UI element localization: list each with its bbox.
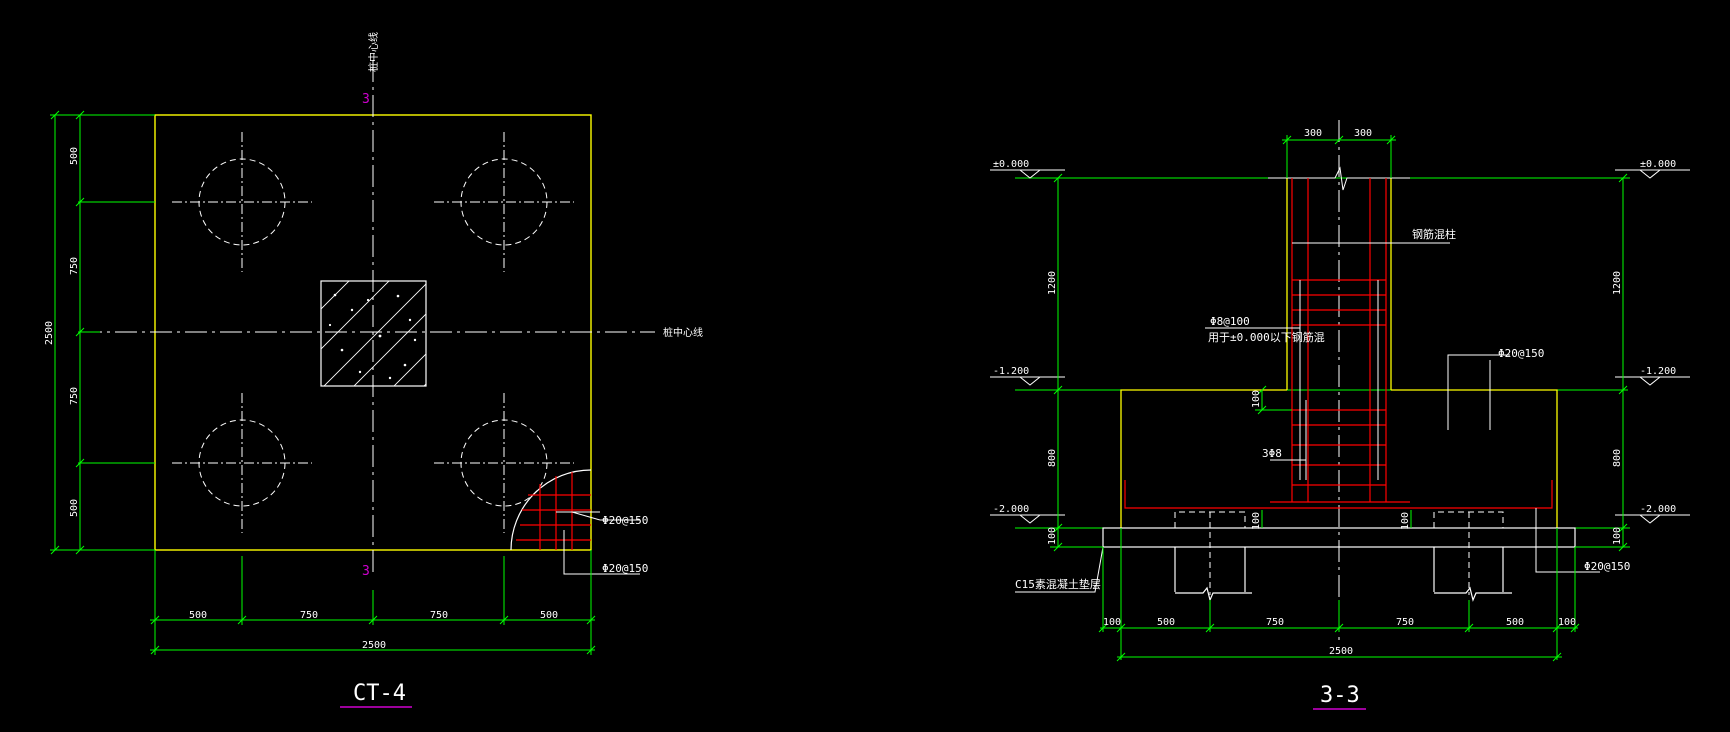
plan-dim-bottom-2: 750 — [300, 610, 318, 621]
section-dim-bottom-2: 500 — [1157, 617, 1175, 628]
plan-dims-bottom — [150, 550, 596, 655]
section-dim-800-left: 800 — [1047, 449, 1058, 467]
plan-dim-left-1: 500 — [69, 147, 80, 165]
section-dim-bottom-total: 2500 — [1329, 646, 1353, 657]
section-elev-bottom-left: -2.000 — [993, 504, 1029, 515]
section-pile-heads — [1174, 511, 1504, 595]
plan-dims-left — [50, 110, 155, 555]
section-dim-1200-right: 1200 — [1612, 271, 1623, 295]
plan-rebar-label-1: Φ20@150 — [602, 514, 648, 527]
section-dim-100-pile-left: 100 — [1251, 512, 1262, 530]
section-column-dim-1: 300 — [1304, 128, 1322, 139]
section-column-dims — [1282, 135, 1396, 178]
section-cap-outline — [1120, 389, 1558, 528]
plan-dim-bottom-3: 750 — [430, 610, 448, 621]
plan-dim-left-3: 750 — [69, 387, 80, 405]
section-dims-bottom — [1098, 528, 1580, 662]
section-label-column: 钢筋混柱 — [1412, 227, 1456, 241]
section-dim-100-right: 100 — [1612, 527, 1623, 545]
section-cap-rebar — [1124, 480, 1553, 509]
section-piles — [1174, 547, 1512, 602]
section-dim-bottom-6: 100 — [1558, 617, 1576, 628]
plan-rebar-label-2: Φ20@150 — [602, 562, 648, 575]
plan-dim-bottom-total: 2500 — [362, 640, 386, 651]
section-dim-100-step: 100 — [1251, 390, 1262, 408]
plan-axis-label-horizontal: 桩中心线 — [663, 326, 703, 339]
section-view: 300 300 ±0.000 -1.200 -2.000 ±0.000 -1.2… — [990, 120, 1690, 710]
plan-dim-left-2: 750 — [69, 257, 80, 275]
section-dim-100-pile-right: 100 — [1400, 512, 1411, 530]
section-column-break — [1268, 166, 1410, 191]
section-dim-bottom-3: 750 — [1266, 617, 1284, 628]
section-dim-1200-left: 1200 — [1047, 271, 1058, 295]
plan-title: CT-4 — [353, 681, 406, 706]
section-elevation-markers — [990, 169, 1690, 524]
section-title: 3-3 — [1320, 683, 1360, 708]
section-dim-100-left: 100 — [1047, 527, 1058, 545]
section-elev-top-right: ±0.000 — [1640, 159, 1676, 170]
section-elev-mid-left: -1.200 — [993, 366, 1029, 377]
plan-section-mark-bottom: 3 — [362, 564, 370, 579]
section-column-rebar — [1270, 178, 1410, 503]
section-dim-bottom-4: 750 — [1396, 617, 1414, 628]
section-column — [1286, 178, 1392, 390]
section-label-rebar-top: Φ20@150 — [1498, 347, 1544, 360]
plan-dim-bottom-1: 500 — [189, 610, 207, 621]
plan-dim-bottom-4: 500 — [540, 610, 558, 621]
plan-view: Φ20@150 Φ20@150 3 3 桩中心线 桩中心线 500 750 75… — [44, 32, 703, 708]
section-label-stirrup-2: 用于±0.000以下钢筋混 — [1208, 330, 1325, 344]
section-dim-bottom-1: 100 — [1103, 617, 1121, 628]
section-label-cushion: C15素混凝土垫层 — [1015, 577, 1101, 591]
plan-dim-left-total: 2500 — [44, 321, 55, 345]
section-dim-800-right: 800 — [1612, 449, 1623, 467]
section-elev-bottom-right: -2.000 — [1640, 504, 1676, 515]
plan-section-mark-top: 3 — [362, 92, 370, 107]
pile-crosshairs — [172, 132, 574, 533]
section-label-bars: 3Φ8 — [1262, 447, 1282, 460]
section-dims-vertical — [1050, 173, 1630, 552]
plan-rebar-detail: Φ20@150 Φ20@150 — [510, 469, 648, 575]
plan-axis-label-vertical: 桩中心线 — [367, 32, 380, 72]
section-elev-top-left: ±0.000 — [993, 159, 1029, 170]
section-label-rebar-bottom: Φ20@150 — [1584, 560, 1630, 573]
plan-column-section — [320, 280, 427, 387]
section-column-dim-2: 300 — [1354, 128, 1372, 139]
section-label-stirrup-1: Φ8@100 — [1210, 315, 1250, 328]
plan-dim-left-4: 500 — [69, 499, 80, 517]
section-elev-mid-right: -1.200 — [1640, 366, 1676, 377]
section-dim-bottom-5: 500 — [1506, 617, 1524, 628]
